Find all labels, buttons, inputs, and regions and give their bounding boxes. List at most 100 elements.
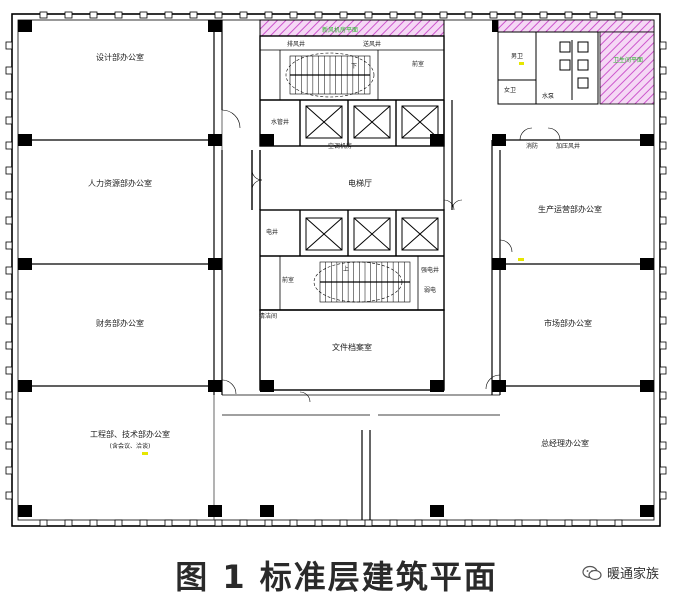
window-mullion [5,466,13,475]
label-water-room: 水泵 [542,92,554,100]
watermark-text: 暖通家族 [606,567,659,582]
window-mullion [514,11,523,19]
window-mullion [114,11,123,19]
window-mullion [659,441,667,450]
label-machine: 空调机房 [328,142,352,150]
window-mullion [5,316,13,325]
label-elec-well: 电井 [266,228,278,236]
window-mullion [389,11,398,19]
label-exhaust-well: 排风井 [287,40,305,48]
window-mullion [5,366,13,375]
label-weak-elec: 弱电 [424,286,436,294]
room-label-market: 市场部办公室 [544,318,592,328]
window-mullion [64,11,73,19]
toilet-plan-label: 卫生间平面 [613,56,643,64]
window-mullion [5,416,13,425]
window-mullion [5,41,13,50]
window-mullion [659,166,667,175]
window-mullion [289,519,298,527]
window-mullion [659,241,667,250]
window-mullion [5,191,13,200]
window-mullion [659,391,667,400]
window-mullion [539,519,548,527]
left-partitions [18,20,500,520]
stair-bottom-steps [325,262,405,302]
window-mullion [389,519,398,527]
room-label-operations: 生产运营部办公室 [538,204,602,214]
room-label-gm: 总经理办公室 [541,438,589,448]
window-mullion [514,519,523,527]
core-walls [251,35,445,391]
window-mullion [214,11,223,19]
window-mullion [339,519,348,527]
window-mullion [39,519,48,527]
window-mullion [614,11,623,19]
window-mullion [464,519,473,527]
label-supply-well: 送风井 [363,40,381,48]
window-mullion [659,191,667,200]
window-mullion [39,11,48,19]
room-label-elevator-hall: 电梯厅 [348,178,372,188]
window-mullion [564,519,573,527]
window-mullion [289,11,298,19]
window-mullion [414,11,423,19]
label-stair-down: 下 [351,63,357,70]
label-janitor: 清洁间 [259,312,277,320]
window-mullion [5,241,13,250]
window-mullion [164,519,173,527]
window-mullion [659,141,667,150]
window-mullion [339,11,348,19]
floor-plan: 新风机房平面 [5,11,667,527]
window-mullion [5,66,13,75]
window-mullion [659,41,667,50]
window-mullion [589,11,598,19]
window-mullion [659,116,667,125]
window-mullion [189,11,198,19]
window-mullion [239,519,248,527]
toilet-hatch-right [599,31,655,105]
window-mullion [5,291,13,300]
label-toilet-m: 男卫 [511,53,523,60]
label-smoke-well: 加压风井 [556,142,580,150]
label-stair-up: 上 [343,265,349,273]
label-duty-top: 前室 [412,60,424,68]
window-mullion [659,466,667,475]
elevator-shafts [305,105,439,251]
window-mullion [5,116,13,125]
label-duty-mid: 前室 [282,276,294,284]
window-mullion [5,91,13,100]
window-mullion [589,519,598,527]
window-mullion [5,141,13,150]
stair-bottom [313,261,411,303]
window-mullion [539,11,548,19]
room-label-design: 设计部办公室 [96,52,144,62]
window-mullion [414,519,423,527]
figure-caption: 图 1 标准层建筑平面 [175,558,498,596]
window-mullion [139,519,148,527]
window-mullion [439,519,448,527]
window-mullion [89,519,98,527]
window-mullion [5,491,13,500]
window-mullion [139,11,148,19]
watermark: 暖通家族 [582,563,659,582]
window-mullion [364,519,373,527]
yellow-mark-1 [142,452,148,455]
window-mullion [114,519,123,527]
window-mullion [5,441,13,450]
window-mullion [5,341,13,350]
window-mullion [659,491,667,500]
window-mullion [489,11,498,19]
window-mullion [489,519,498,527]
window-mullion [5,391,13,400]
window-mullion [659,416,667,425]
toilet-hatch-top [497,19,655,33]
window-mullion [64,519,73,527]
window-mullion [89,11,98,19]
window-mullion [5,266,13,275]
label-water-well: 水管井 [271,118,289,126]
label-strong-elec: 强电井 [421,266,439,274]
window-mullion [5,216,13,225]
window-mullion [364,11,373,19]
room-label-hr: 人力资源部办公室 [88,178,152,188]
room-label-archive: 文件档案室 [332,342,372,352]
